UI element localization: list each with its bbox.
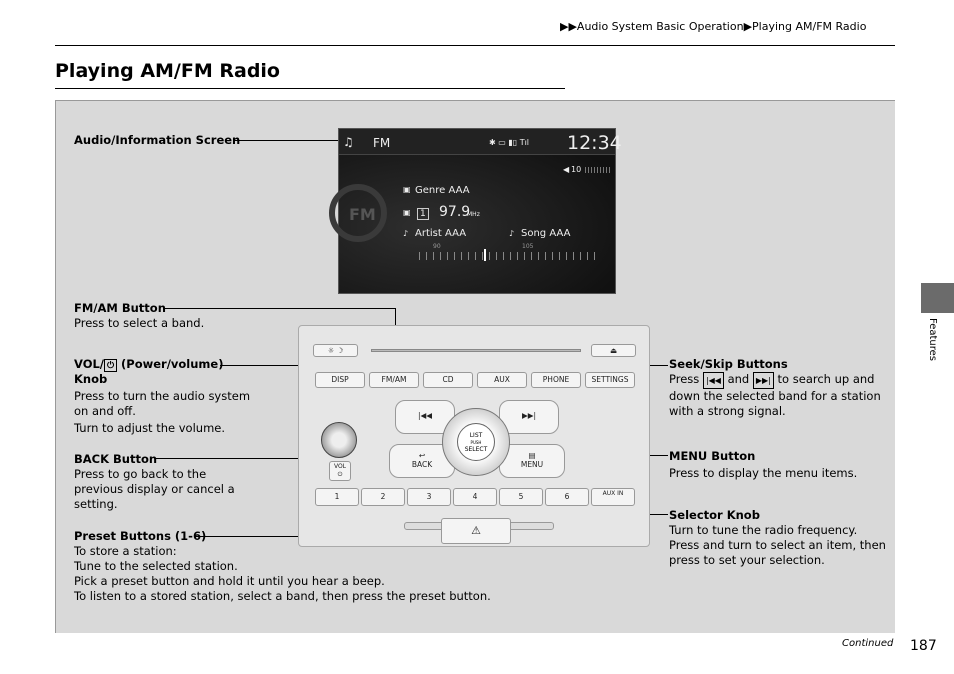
brightness-button[interactable]: ☼ ☽ [313,344,358,357]
menu-icon: ▤ [528,451,536,460]
phone-button[interactable]: PHONE [531,372,581,388]
leader-line [220,365,338,366]
screen-callout: Audio/Information Screen [74,133,241,147]
preset-5-button[interactable]: 5 [499,488,543,506]
scale-high: 105 [522,243,534,250]
cd-button[interactable]: CD [423,372,473,388]
settings-button[interactable]: SETTINGS [585,372,635,388]
breadcrumb-item-1[interactable]: Audio System Basic Operation [576,20,744,33]
seek-back-icon: |◀◀ [417,411,433,420]
vol-callout: VOL/⏻ (Power/volume)Knob Press to turn t… [74,357,251,435]
continued-label: Continued [842,638,894,649]
song-text: Song AAA [521,228,571,239]
audio-information-screen: ♫ FM ✱ ▭ ▮▯ Tıl 12:34 ◀ 10 FM ▣ Genre AA… [329,128,622,294]
volume-knob[interactable] [321,422,357,458]
fm-am-button[interactable]: FM/AM [369,372,419,388]
preset-2-button[interactable]: 2 [361,488,405,506]
hazard-icon: ⚠ [471,524,481,537]
breadcrumb: ▶▶Audio System Basic Operation▶Playing A… [560,20,866,33]
volume-bar [585,167,611,173]
genre-text: Genre AAA [415,185,470,196]
cd-slot [371,349,581,352]
hazard-button[interactable]: ⚠ [441,518,511,544]
aux-in-port[interactable]: AUX IN [591,488,635,506]
breadcrumb-item-2[interactable]: Playing AM/FM Radio [752,20,867,33]
frequency: 97.9 [439,204,471,220]
seek-back-icon: |◀◀ [702,372,724,389]
preset-1-button[interactable]: 1 [315,488,359,506]
audio-head-unit: ☼ ☽ ⏏ DISP FM/AM CD AUX PHONE SETTINGS |… [298,325,650,547]
breadcrumb-arrow-icon: ▶ [743,20,753,33]
power-icon: ⏻ [337,471,343,478]
speaker-icon: ◀ [563,165,570,174]
page-number: 187 [910,638,937,654]
seek-forward-icon: ▶▶| [521,411,537,420]
leader-line [235,140,338,141]
selector-callout: Selector Knob Turn to tune the radio fre… [669,508,886,567]
song-icon: ♪ [509,229,515,238]
preset-callout: Preset Buttons (1-6) To store a station:… [74,529,491,603]
fm-logo-text: FM [349,205,376,224]
breadcrumb-arrow-icon: ▶▶ [560,20,577,33]
leader-line [195,536,337,537]
artist-text: Artist AAA [415,228,467,239]
seek-forward-icon: ▶▶| [752,372,774,389]
menu-button[interactable]: ▤MENU [499,444,565,478]
clock: 12:34 [567,132,622,154]
back-arrow-icon: ↩ [418,451,426,460]
section-tab-label: Features [927,318,938,361]
volume-level: 10 [571,165,582,174]
seek-forward-button[interactable]: ▶▶| [499,400,559,434]
genre-icon: ▣ [403,185,411,194]
page-title: Playing AM/FM Radio [55,60,280,82]
status-icons: ✱ ▭ ▮▯ Tıl [489,138,530,147]
disp-button[interactable]: DISP [315,372,365,388]
scale-low: 90 [433,243,441,250]
preset-4-button[interactable]: 4 [453,488,497,506]
fm-logo-icon [329,184,387,242]
aux-button[interactable]: AUX [477,372,527,388]
tuning-needle [484,249,486,261]
preset-6-button[interactable]: 6 [545,488,589,506]
title-rule [55,88,565,89]
power-icon: ⏻ [104,359,118,372]
leader-line [165,308,395,309]
preset-number: 1 [417,208,429,220]
music-note-icon: ♫ [343,135,354,149]
band-display: FM [373,136,391,150]
tuning-scale [419,252,599,260]
preset-icon: ▣ [403,208,411,217]
eject-button[interactable]: ⏏ [591,344,636,357]
seek-callout: Seek/Skip Buttons Press |◀◀ and ▶▶| to s… [669,357,881,418]
section-tab-marker [921,283,954,313]
leader-line [155,458,383,459]
header-rule [55,45,895,46]
artist-icon: ♪ [403,229,409,238]
vol-power-button[interactable]: VOL⏻ [329,461,351,481]
frequency-unit: MHz [467,211,480,218]
preset-3-button[interactable]: 3 [407,488,451,506]
